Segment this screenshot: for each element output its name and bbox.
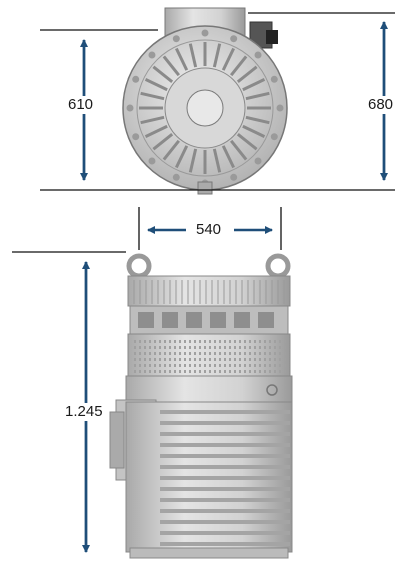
dim-540-label: 540 bbox=[194, 221, 224, 239]
dim-610-label: 610 bbox=[66, 96, 96, 114]
dim-1245-label: 1.245 bbox=[63, 403, 105, 421]
dim-680-label: 680 bbox=[366, 96, 396, 114]
front-view-motor bbox=[122, 7, 288, 195]
side-view-motor bbox=[109, 253, 293, 559]
